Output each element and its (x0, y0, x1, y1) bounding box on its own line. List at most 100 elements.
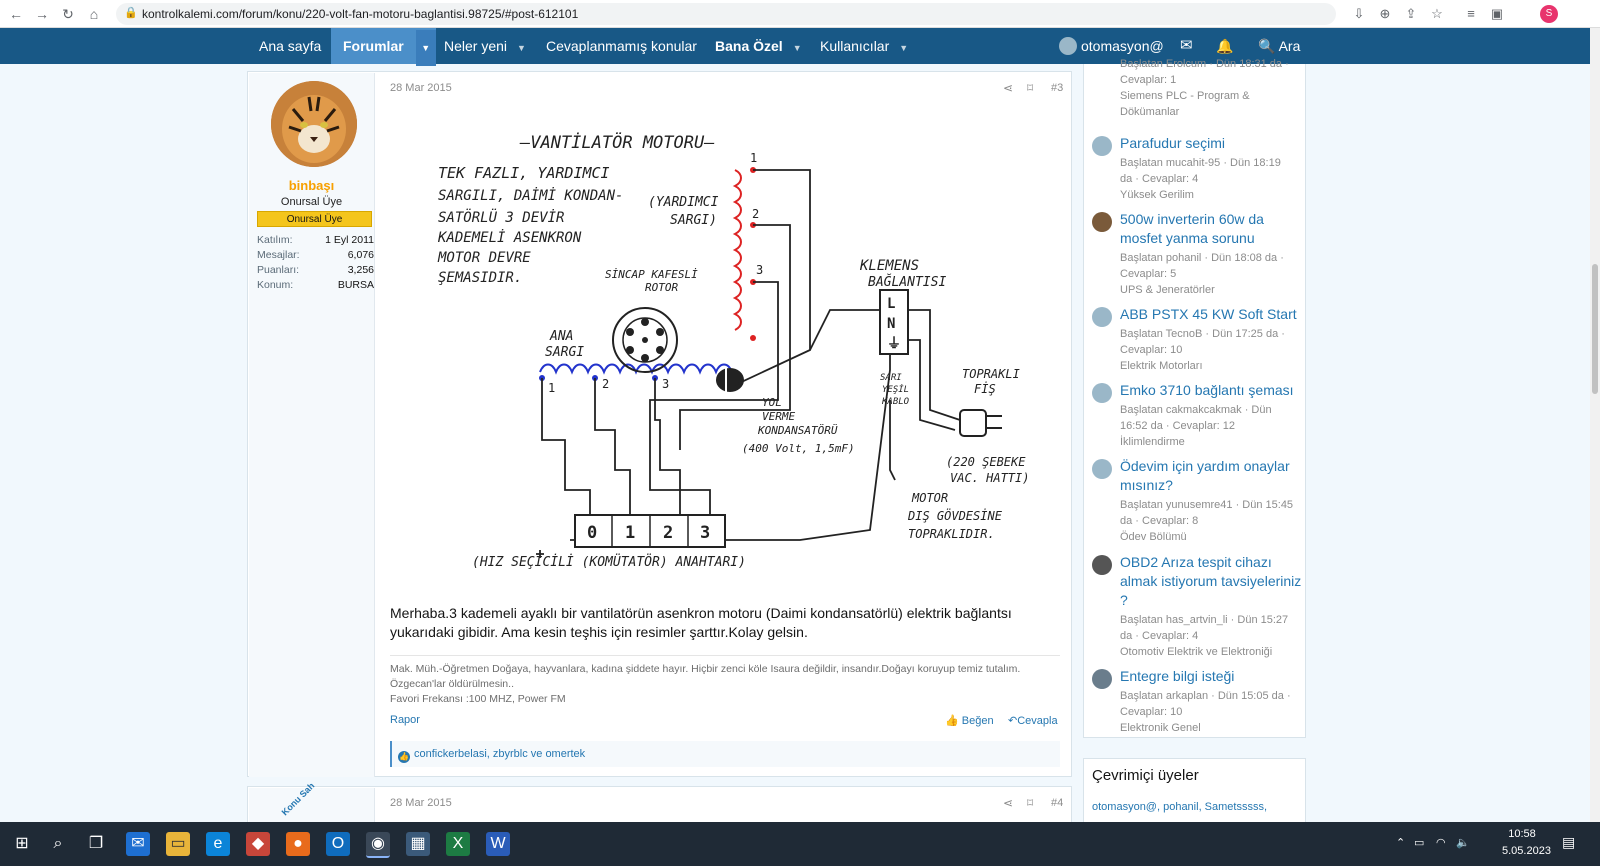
forward-arrow-icon[interactable]: → (35, 6, 49, 22)
reload-icon[interactable]: ↻ (62, 6, 74, 22)
thread-author-avatar[interactable] (1092, 555, 1112, 575)
outlook-icon[interactable]: O (326, 832, 350, 856)
switch-position: 3 (700, 523, 710, 543)
nav-unanswered[interactable]: Cevaplanmamış konular (546, 38, 697, 54)
word-icon[interactable]: W (486, 832, 510, 856)
author-title: Onursal Üye (280, 196, 343, 208)
back-arrow-icon[interactable]: ← (9, 6, 23, 22)
thread-title-line: Entegre bilgi isteği (1120, 668, 1235, 684)
post-number[interactable]: #4 (1051, 797, 1064, 809)
thread-title[interactable]: ABB PSTX 45 KW Soft Start (1120, 305, 1302, 324)
windows-start-icon[interactable]: ⊞ (15, 835, 29, 852)
chevron-down-icon[interactable]: ▼ (792, 43, 802, 53)
plug-label: TOPRAKLI (962, 367, 1020, 381)
drawing-desc-line: SARGILI, DAİMİ KONDAN- (438, 186, 623, 204)
post-user-pane: binbaşı Onursal Üye Onursal Üye Katılım:… (249, 73, 375, 777)
thread-author-avatar[interactable] (1092, 383, 1112, 403)
calculator-icon[interactable]: ▦ (406, 832, 430, 856)
system-clock[interactable]: 10:58 5.05.2023 (1502, 826, 1551, 860)
likes-bar[interactable]: 👍confickerbelasi, zbyrblc ve omertek (390, 741, 1060, 767)
post-date[interactable]: 28 Mar 2015 (390, 797, 452, 809)
stat-label: Konum: (257, 279, 294, 291)
wifi-icon[interactable]: ◠ (1436, 837, 1446, 849)
excel-icon[interactable]: X (446, 832, 470, 856)
chrome-icon[interactable]: ◉ (366, 832, 390, 858)
zoom-icon[interactable]: ⊕ (1379, 6, 1391, 21)
install-icon[interactable]: ⇩ (1353, 6, 1365, 21)
author-name[interactable]: binbaşı (288, 178, 335, 193)
search-icon: 🔍 (1258, 38, 1276, 54)
task-view-icon[interactable]: ❐ (88, 835, 104, 852)
mail-icon[interactable]: ✉ (1180, 37, 1193, 54)
bookmark-icon[interactable]: ⌑ (1027, 796, 1034, 810)
reading-list-icon[interactable]: ≡ (1467, 6, 1475, 21)
thread-author-avatar[interactable] (1092, 669, 1112, 689)
nav-search[interactable]: 🔍 Ara (1258, 28, 1300, 64)
meta-line: Başlatan has_artvin_li · Dün 15:27 (1120, 614, 1289, 626)
nav-search-label: Ara (1278, 38, 1301, 54)
thread-author-avatar[interactable] (1092, 136, 1112, 156)
post-attachment-image[interactable]: —VANTİLATÖR MOTORU— TEK FAZLI, YARDIMCI … (390, 110, 1060, 590)
aux-winding-label: (YARDIMCI (648, 195, 719, 210)
thread-title[interactable]: Emko 3710 bağlantı şeması (1120, 381, 1302, 400)
firefox-icon[interactable]: ● (286, 832, 310, 856)
report-link[interactable]: Rapor (390, 714, 420, 726)
nav-special[interactable]: Bana Özel▼ (715, 28, 802, 64)
edge-icon[interactable]: e (206, 832, 230, 856)
bookmark-icon[interactable]: ⌑ (1027, 81, 1034, 95)
reply-button[interactable]: ↶Cevapla (1008, 714, 1058, 727)
file-explorer-icon[interactable]: ▭ (166, 832, 190, 856)
post-date[interactable]: 28 Mar 2015 (390, 82, 452, 94)
chevron-down-icon[interactable]: ▼ (517, 43, 526, 53)
stat-value: 3,256 (347, 264, 374, 276)
thread-title[interactable]: Entegre bilgi isteği (1120, 667, 1302, 686)
nav-user-account[interactable]: otomasyon@ (1059, 28, 1164, 64)
nav-users[interactable]: Kullanıcılar▼ (820, 28, 908, 64)
search-icon[interactable]: ⌕ (53, 835, 63, 852)
scrollbar-thumb[interactable] (1592, 264, 1598, 394)
like-label: Beğen (961, 715, 994, 727)
thread-author-avatar[interactable] (1092, 212, 1112, 232)
share-icon[interactable]: ⇪ (1405, 6, 1417, 21)
chevron-down-icon[interactable]: ▼ (415, 30, 436, 66)
mail-app-icon[interactable]: ✉ (126, 832, 150, 856)
aux-tap-label: 3 (756, 263, 763, 277)
home-icon[interactable]: ⌂ (89, 6, 99, 22)
chevron-down-icon[interactable]: ▼ (899, 43, 909, 53)
share-icon[interactable]: ⋖ (1003, 796, 1014, 810)
sidepanel-icon[interactable]: ▣ (1490, 6, 1504, 21)
switch-position: 1 (625, 523, 635, 543)
thread-author-avatar[interactable] (1092, 307, 1112, 327)
tray-chevron-icon[interactable]: ⌃ (1396, 837, 1406, 849)
share-icon[interactable]: ⋖ (1003, 81, 1014, 95)
like-button[interactable]: 👍 Beğen (945, 714, 994, 727)
nav-forums[interactable]: Forumlar▼ (331, 28, 436, 66)
motor-ground-label: MOTOR (911, 491, 948, 505)
bookmark-star-icon[interactable]: ☆ (1431, 6, 1443, 21)
battery-icon[interactable]: ▭ (1414, 837, 1425, 849)
post-number[interactable]: #3 (1051, 82, 1064, 94)
app-icon[interactable]: ◆ (246, 832, 270, 856)
online-members-list[interactable]: otomasyon@, pohanil, Sametsssss, (1092, 801, 1268, 813)
reply-arrow-icon: ↶ (1008, 715, 1018, 727)
page-scrollbar[interactable] (1590, 28, 1600, 822)
stat-label: Katılım: (257, 234, 293, 246)
start-cap-label: (400 Volt, 1,5mF) (742, 442, 855, 455)
nav-whats-new[interactable]: Neler yeni ▼ (444, 28, 526, 64)
profile-avatar[interactable]: S (1540, 5, 1558, 23)
author-avatar[interactable] (271, 81, 357, 167)
volume-icon[interactable]: 🔈 (1456, 837, 1470, 849)
notifications-icon[interactable]: ▤ (1562, 834, 1576, 850)
thread-title[interactable]: Parafudur seçimi (1120, 134, 1302, 153)
thread-author-avatar[interactable] (1092, 459, 1112, 479)
nav-home[interactable]: Ana sayfa (259, 38, 322, 54)
bell-icon[interactable]: 🔔 (1216, 38, 1234, 54)
nav-whats-new-label: Neler yeni (444, 38, 508, 54)
signature-line: Mak. Müh.-Öğretmen Doğaya, hayvanlara, k… (390, 663, 1021, 675)
start-cap-label: VERME (762, 410, 795, 423)
address-bar[interactable]: 🔒 kontrolkalemi.com/forum/konu/220-volt-… (116, 3, 1336, 25)
thread-title-line: almak istiyorum tavsiyeleriniz (1120, 573, 1302, 589)
